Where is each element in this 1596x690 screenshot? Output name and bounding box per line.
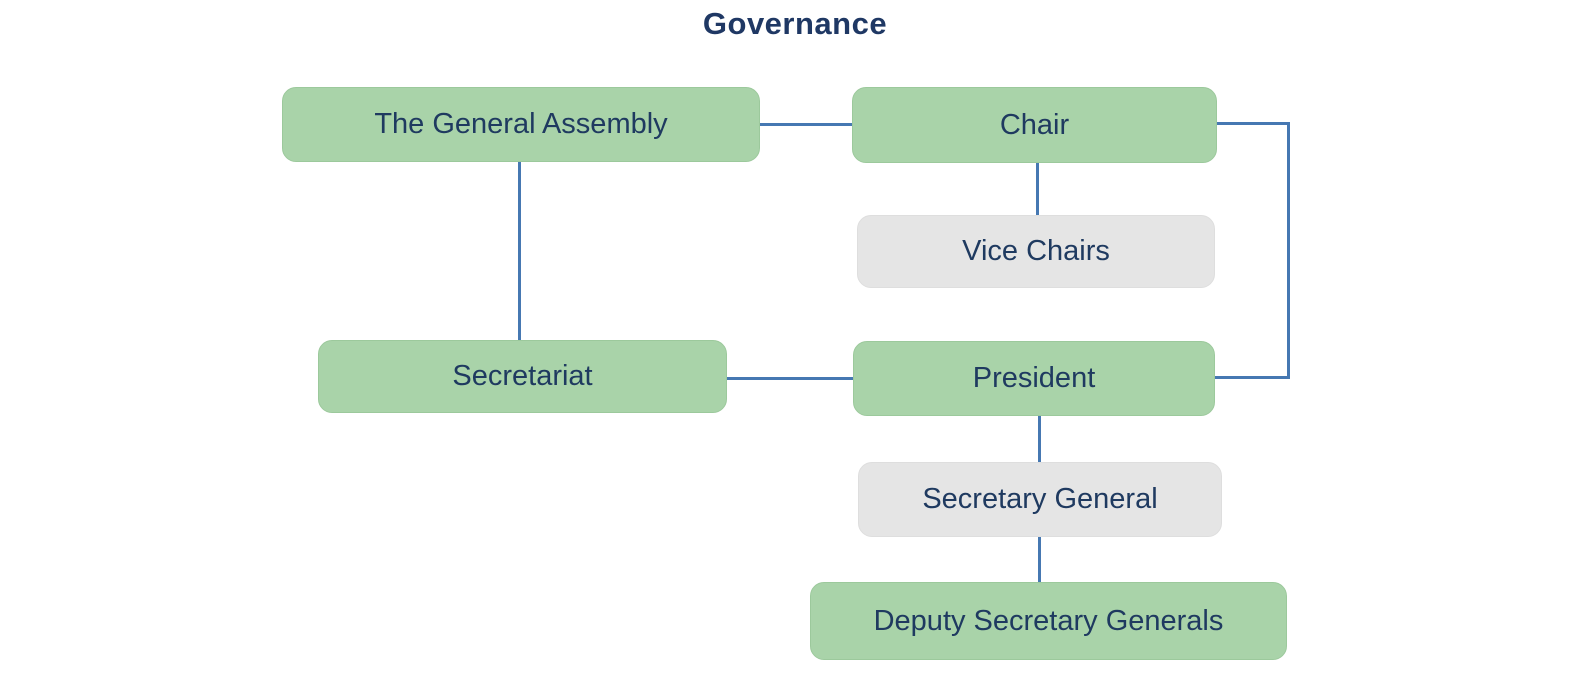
diagram-title: Governance (702, 6, 888, 41)
node-vice-chairs-label: Vice Chairs (962, 235, 1110, 267)
node-vice-chairs: Vice Chairs (857, 215, 1215, 288)
node-secretariat-label: Secretariat (452, 360, 593, 392)
node-deputy-secretary-generals: Deputy Secretary Generals (810, 582, 1287, 660)
node-general-assembly-label: The General Assembly (374, 108, 668, 140)
connector-assembly-chair (760, 123, 852, 126)
connector-assembly-secretariat (518, 162, 521, 340)
node-president-label: President (972, 362, 1096, 394)
node-chair: Chair (852, 87, 1217, 163)
node-deputy-secretary-generals-label: Deputy Secretary Generals (873, 604, 1224, 637)
connector-chair-president-elbow (1215, 122, 1290, 379)
node-secretary-general: Secretary General (858, 462, 1222, 537)
connector-secretary-general-deputy (1038, 537, 1041, 582)
node-chair-label: Chair (999, 108, 1070, 141)
connector-secretariat-president (727, 377, 853, 380)
node-secretary-general-label: Secretary General (922, 483, 1158, 515)
node-president: President (853, 341, 1215, 416)
connector-president-secretary-general (1038, 416, 1041, 462)
node-secretariat: Secretariat (318, 340, 727, 413)
node-general-assembly: The General Assembly (282, 87, 760, 162)
connector-chair-vice-chairs (1036, 163, 1039, 215)
